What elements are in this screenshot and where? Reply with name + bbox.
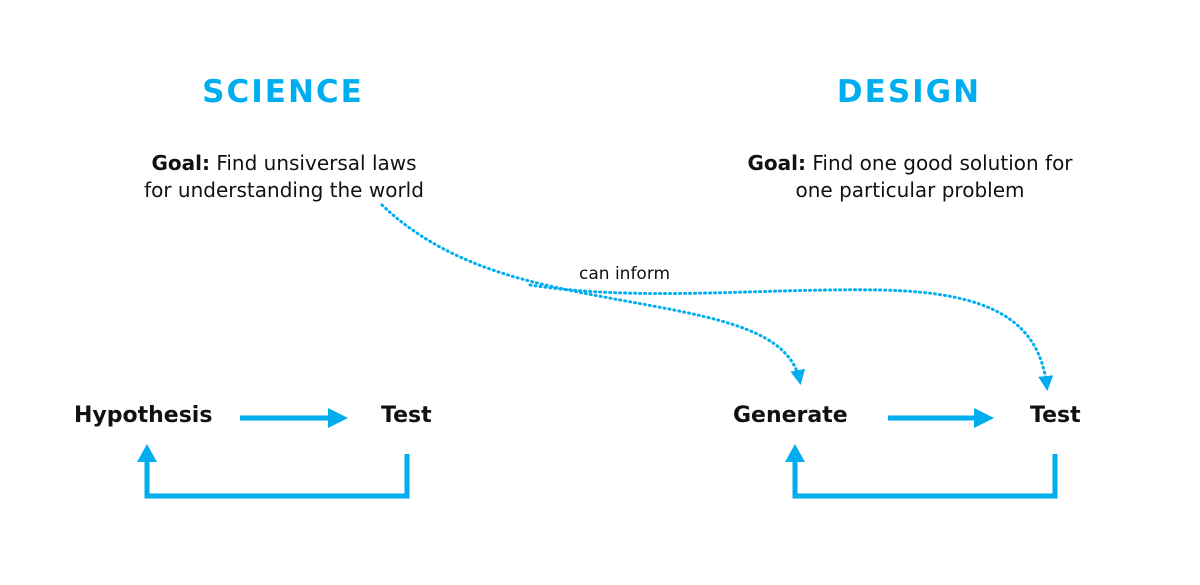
hypothesis-node: Hypothesis: [74, 403, 213, 428]
design-test-node: Test: [1030, 403, 1081, 428]
science-goal-line1: Find unsiversal laws: [209, 151, 417, 175]
inform-to-generate-connector: [380, 203, 806, 385]
design-goal: Goal: Find one good solution for one par…: [700, 150, 1120, 204]
science-goal-line2: for understanding the world: [144, 178, 424, 202]
science-goal-label: Goal:: [151, 151, 210, 175]
design-feedback-arrow: [785, 444, 1058, 499]
design-forward-arrow: [888, 408, 994, 428]
design-title: DESIGN: [836, 74, 982, 110]
science-feedback-arrow: [137, 444, 410, 499]
design-goal-line2: one particular problem: [795, 178, 1025, 202]
inform-to-test-connector: [528, 283, 1054, 391]
design-goal-label: Goal:: [747, 151, 806, 175]
generate-node: Generate: [733, 403, 848, 428]
can-inform-label: can inform: [579, 264, 671, 284]
design-goal-line1: Find one good solution for: [805, 151, 1073, 175]
science-test-node: Test: [381, 403, 432, 428]
science-title: SCIENCE: [202, 74, 364, 110]
science-forward-arrow: [240, 408, 348, 428]
science-goal: Goal: Find unsiversal laws for understan…: [74, 150, 494, 204]
